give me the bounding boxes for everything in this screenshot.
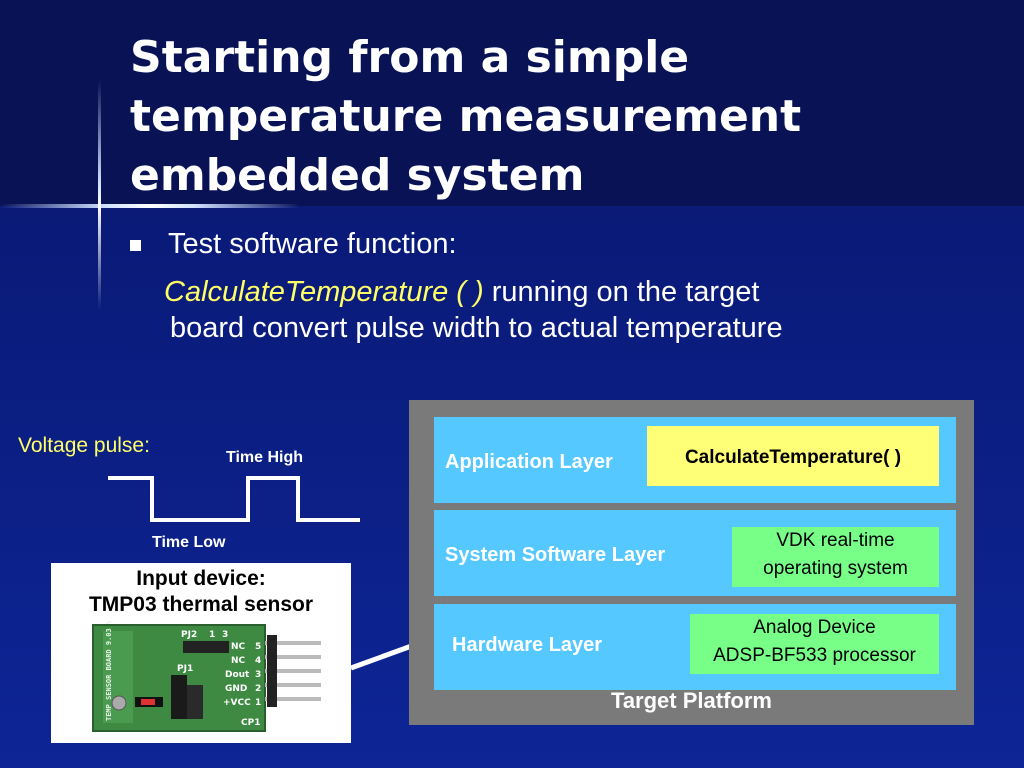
hardware-tag: Analog Device ADSP-BF533 processor (690, 614, 939, 674)
label-pin-5: 5 (255, 642, 261, 652)
function-name: CalculateTemperature ( ) (164, 276, 484, 308)
slide-title: Starting from a simple temperature measu… (130, 28, 1010, 205)
target-platform-label: Target Platform (611, 688, 772, 713)
label-nc-mid: NC (231, 656, 246, 666)
hardware-tag-line-1: Analog Device (753, 617, 876, 638)
label-pin-2: 2 (255, 684, 261, 694)
sensor-board-image: TEMP SENSOR BOARD 9.03 VER 1.1 UNIVERSIT… (92, 621, 321, 732)
target-platform: Application Layer CalculateTemperature( … (409, 400, 974, 725)
time-low-label: Time Low (152, 534, 226, 551)
system-software-layer-label: System Software Layer (445, 544, 666, 566)
label-cp1: CP1 (241, 718, 260, 728)
label-nc-top: NC (231, 642, 246, 652)
system-software-layer: System Software Layer VDK real-time oper… (434, 510, 956, 596)
label-dout: Dout (225, 670, 250, 680)
label-pj2-pin-3: 3 (222, 630, 228, 640)
system-software-tag-line-2: operating system (763, 558, 908, 579)
title-line-1: Starting from a simple (130, 32, 690, 83)
label-pj2-pin-1: 1 (209, 630, 215, 640)
input-device-title: Input device: (136, 567, 266, 590)
application-layer-label: Application Layer (445, 451, 613, 473)
system-software-tag: VDK real-time operating system (732, 527, 939, 587)
label-pj2: PJ2 (181, 630, 197, 640)
time-high-label: Time High (226, 449, 304, 466)
title-band (0, 0, 1024, 206)
bullet-line-2-rest: running on the target (483, 276, 760, 308)
system-software-tag-line-1: VDK real-time (776, 530, 895, 551)
light-flare-horizontal (0, 204, 300, 208)
board-side-text: TEMP SENSOR BOARD 9.03 VER 1.1 UNIVERSIT… (105, 621, 113, 721)
title-line-2: temperature measurement (130, 91, 802, 142)
hardware-layer-label: Hardware Layer (452, 634, 603, 656)
header-pins (265, 635, 321, 707)
bullet-line-1: Test software function: (168, 228, 457, 260)
title-line-3: embedded system (130, 150, 585, 201)
application-tag-text: CalculateTemperature( ) (684, 447, 902, 468)
bullet-square-icon (130, 240, 141, 251)
label-pin-1: 1 (255, 698, 261, 708)
input-device-name: TMP03 thermal sensor (88, 593, 314, 616)
label-pin-3: 3 (255, 670, 261, 680)
hardware-tag-line-2: ADSP-BF533 processor (713, 645, 916, 666)
label-vcc: +VCC (223, 698, 251, 708)
label-gnd: GND (225, 684, 247, 694)
bullet-line-2: CalculateTemperature ( ) running on the … (164, 274, 759, 310)
application-tag: CalculateTemperature( ) (647, 426, 939, 486)
application-layer: Application Layer CalculateTemperature( … (434, 417, 956, 503)
input-device-box: Input device: TMP03 thermal sensor TEMP … (51, 563, 351, 743)
hardware-layer: Hardware Layer Analog Device ADSP-BF533 … (434, 604, 956, 690)
pulse-waveform (108, 476, 360, 522)
label-pj1: PJ1 (177, 664, 193, 674)
light-flare-vertical (98, 80, 101, 310)
voltage-pulse-label: Voltage pulse: (18, 434, 150, 457)
bullet-line-3: board convert pulse width to actual temp… (170, 312, 783, 344)
label-pin-4: 4 (255, 656, 261, 666)
